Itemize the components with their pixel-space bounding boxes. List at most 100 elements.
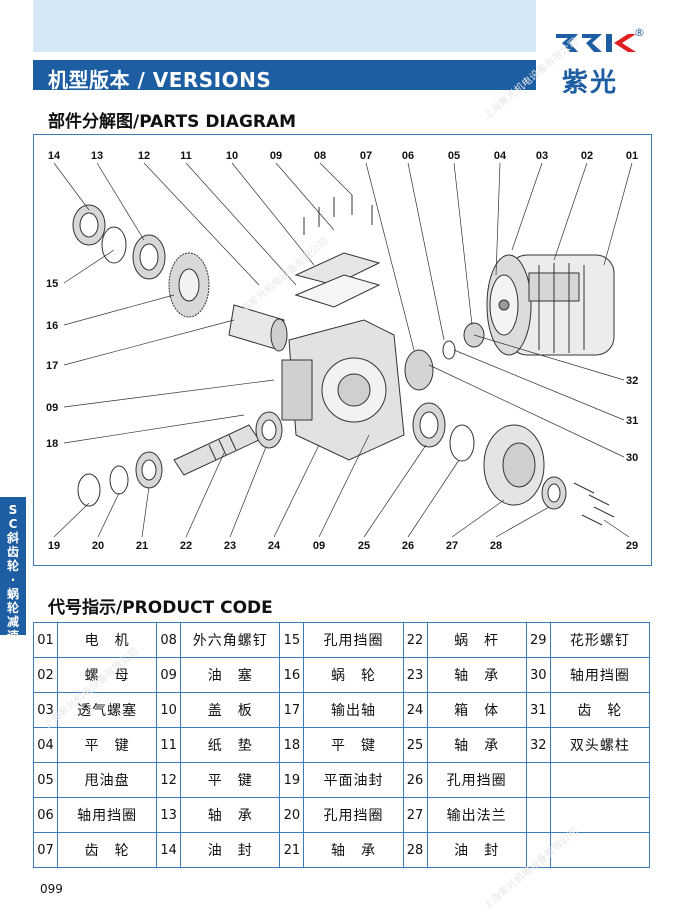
label-30: 30 [626, 452, 638, 464]
side-tab-char: 轮 [6, 559, 19, 573]
part-name-cell: 油 封 [180, 832, 281, 868]
part-name-cell: 平面油封 [303, 762, 404, 798]
code-number-cell: 05 [33, 762, 58, 798]
part-name-cell: 输出轴 [303, 692, 404, 728]
code-number-cell: 20 [279, 797, 305, 833]
code-number-cell: 16 [279, 657, 305, 693]
part-name-cell: 齿 轮 [549, 692, 651, 728]
code-number-cell: 17 [279, 692, 305, 728]
side-tab-char: 机 [6, 643, 19, 657]
code-number-cell: 18 [279, 727, 305, 763]
side-tab-char: 齿 [6, 545, 19, 559]
code-number-cell: 01 [33, 622, 58, 658]
label-31: 31 [626, 415, 638, 427]
part-name-cell: 螺 母 [56, 657, 158, 693]
part-name-cell: 外六角螺钉 [180, 622, 281, 658]
part-name-cell: 轴用挡圈 [549, 657, 651, 693]
part-name-cell: 轴 承 [426, 727, 527, 763]
label-19: 19 [48, 540, 60, 552]
code-number-cell [525, 797, 551, 833]
part-name-cell: 油 封 [426, 832, 527, 868]
code-number-cell: 10 [156, 692, 182, 728]
label-14: 14 [48, 150, 61, 162]
part-name-cell: 轴 承 [426, 657, 527, 693]
part-name-cell: 纸 垫 [180, 727, 281, 763]
label-32: 32 [626, 375, 638, 387]
code-number-cell: 24 [402, 692, 428, 728]
parts-diagram-title: 部件分解图/PARTS DIAGRAM [48, 112, 297, 132]
code-number-cell: 25 [402, 727, 428, 763]
part-name-cell [549, 797, 651, 833]
code-number-cell: 04 [33, 727, 58, 763]
part-name-cell: 花形螺钉 [549, 622, 651, 658]
logo-mark-icon [556, 34, 636, 52]
code-number-cell: 28 [402, 832, 428, 868]
part-name-cell: 双头螺柱 [549, 727, 651, 763]
part-name-cell: 蜗 杆 [426, 622, 527, 658]
exploded-view-drawing: 14 13 12 11 10 09 08 07 06 05 04 03 02 0… [46, 150, 638, 552]
part-name-cell: 轴用挡圈 [56, 797, 158, 833]
label-28: 28 [490, 540, 502, 552]
side-tab-char: C [8, 517, 18, 531]
side-tab-char: 蜗 [6, 587, 19, 601]
label-01: 01 [626, 150, 638, 162]
label-21: 21 [136, 540, 148, 552]
part-name-cell: 蜗 轮 [303, 657, 404, 693]
logo-text: 紫光 [562, 68, 619, 98]
code-number-cell: 14 [156, 832, 182, 868]
motor-part [486, 254, 615, 356]
label-11: 11 [180, 150, 192, 162]
label-27: 27 [446, 540, 458, 552]
part-name-cell: 甩油盘 [56, 762, 158, 798]
part-name-cell: 轴 承 [180, 797, 281, 833]
code-number-cell: 23 [402, 657, 428, 693]
versions-title: 机型版本 / VERSIONS [48, 68, 272, 92]
code-number-cell: 11 [156, 727, 182, 763]
side-tab-char: 斜 [6, 531, 19, 545]
code-number-cell: 32 [525, 727, 551, 763]
label-26: 26 [402, 540, 414, 552]
code-number-cell [525, 762, 551, 798]
code-number-cell: 12 [156, 762, 182, 798]
worm-part [173, 424, 260, 476]
label-02: 02 [581, 150, 593, 162]
label-25: 25 [358, 540, 370, 552]
versions-bar [33, 60, 536, 90]
code-number-cell: 29 [525, 622, 551, 658]
label-29: 29 [626, 540, 638, 552]
cover-plate-part [294, 252, 381, 308]
label-05: 05 [448, 150, 460, 162]
label-09-left: 09 [46, 402, 58, 414]
code-number-cell: 07 [33, 832, 58, 868]
label-24: 24 [268, 540, 281, 552]
label-09-bottom: 09 [313, 540, 325, 552]
output-flange-part [483, 424, 567, 510]
label-16: 16 [46, 320, 58, 332]
part-name-cell: 电 机 [56, 622, 158, 658]
label-03: 03 [536, 150, 548, 162]
side-tab-char: 减 [6, 615, 19, 629]
code-number-cell: 21 [279, 832, 305, 868]
logo-registered-mark: ® [634, 26, 645, 39]
code-number-cell: 02 [33, 657, 58, 693]
part-name-cell: 油 塞 [180, 657, 281, 693]
side-category-tab: S C 斜 齿 轮 · 蜗 轮 减 速 机 [0, 497, 26, 657]
code-number-cell: 06 [33, 797, 58, 833]
label-17: 17 [46, 360, 58, 372]
label-09: 09 [270, 150, 282, 162]
code-number-cell: 27 [402, 797, 428, 833]
code-number-cell: 09 [156, 657, 182, 693]
label-20: 20 [92, 540, 104, 552]
code-number-cell: 30 [525, 657, 551, 693]
header-band [33, 0, 536, 52]
worm-gear-part [168, 252, 210, 318]
code-number-cell: 08 [156, 622, 182, 658]
